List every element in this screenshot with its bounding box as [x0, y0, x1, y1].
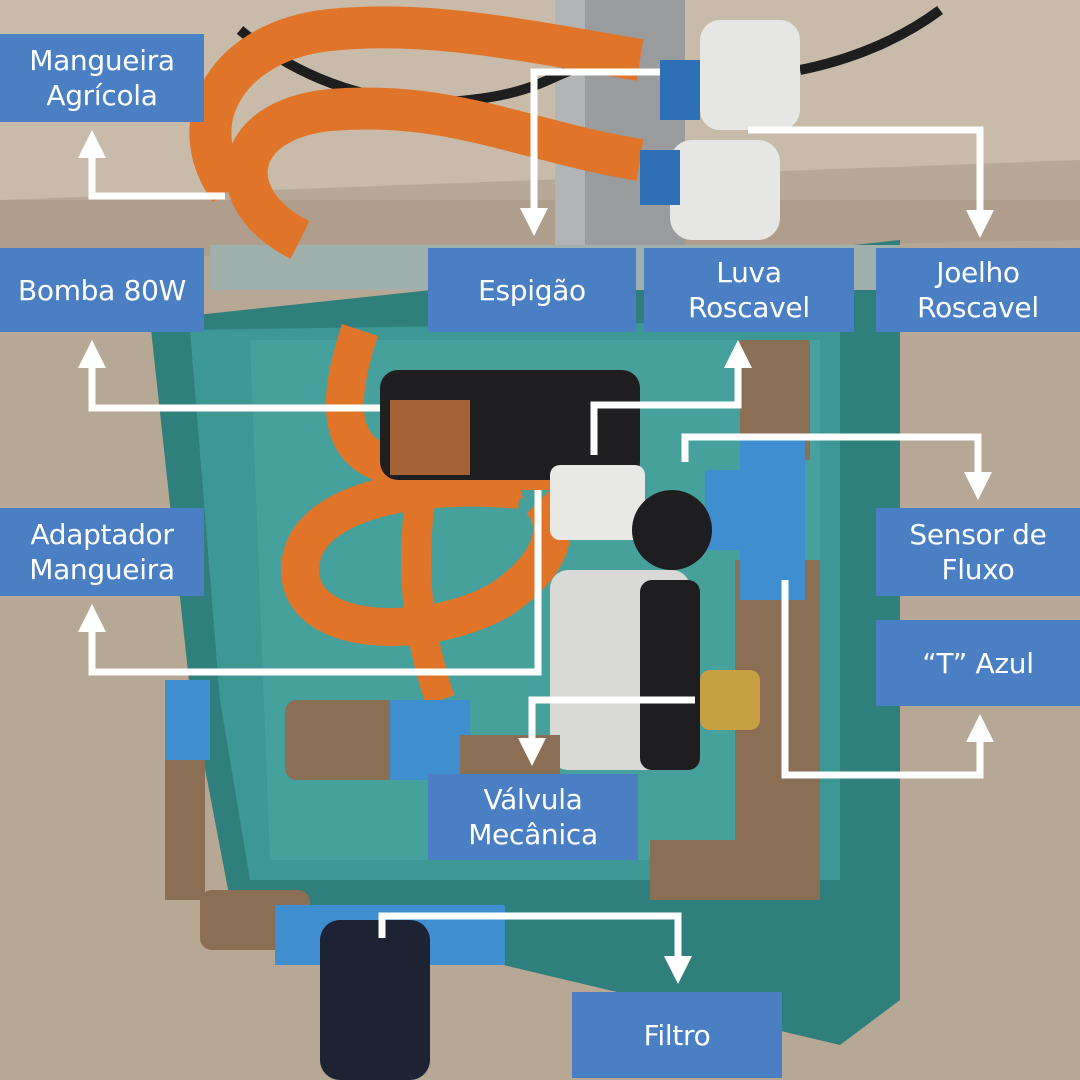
pump-label [390, 400, 470, 475]
arrow-mangueira [78, 130, 225, 200]
brown-pipe [650, 840, 820, 900]
label-valvula-mecanica: Válvula Mecânica [428, 774, 638, 860]
arrow-tazul [781, 580, 994, 779]
orange-hose [280, 468, 571, 646]
cable [799, 5, 943, 75]
label-filtro: Filtro [572, 992, 782, 1078]
filter-body [320, 920, 430, 1080]
arrow-sensor [681, 433, 992, 500]
valve-cap [640, 580, 700, 770]
label-mangueira-agricola: Mangueira Agrícola [0, 34, 204, 122]
label-espigao: Espigão [428, 248, 636, 332]
label-adaptador-mangueira: Adaptador Mangueira [0, 508, 204, 596]
brown-pipe [285, 700, 415, 780]
blue-fitting [165, 680, 210, 760]
flow-sensor [632, 490, 712, 570]
label-bomba: Bomba 80W [0, 248, 204, 332]
arrow-joelho [748, 126, 994, 238]
callout-arrows [78, 68, 994, 984]
arrow-filtro [378, 912, 692, 984]
label-joelho-roscavel: Joelho Roscavel [876, 248, 1080, 332]
white-elbow-fitting [670, 140, 780, 240]
orange-hose [189, 6, 644, 203]
brown-pipe [460, 735, 560, 775]
blue-ring [660, 60, 700, 120]
arrow-espigao [520, 68, 660, 236]
blue-t-fitting [740, 440, 805, 600]
arrow-valvula [518, 696, 695, 766]
label-t-azul: “T” Azul [876, 620, 1080, 706]
brass-fitting [700, 670, 760, 730]
white-elbow-fitting [700, 20, 800, 130]
arrow-adaptador [78, 490, 542, 676]
orange-hose [401, 498, 455, 705]
arrow-luva [590, 340, 752, 455]
blue-fitting [390, 700, 470, 780]
arrow-bomba [78, 340, 380, 412]
label-sensor-fluxo: Sensor de Fluxo [876, 508, 1080, 596]
orange-hose [225, 87, 644, 259]
label-luva-roscavel: Luva Roscavel [644, 248, 854, 332]
blue-ring [640, 150, 680, 205]
white-adapter [550, 465, 645, 540]
